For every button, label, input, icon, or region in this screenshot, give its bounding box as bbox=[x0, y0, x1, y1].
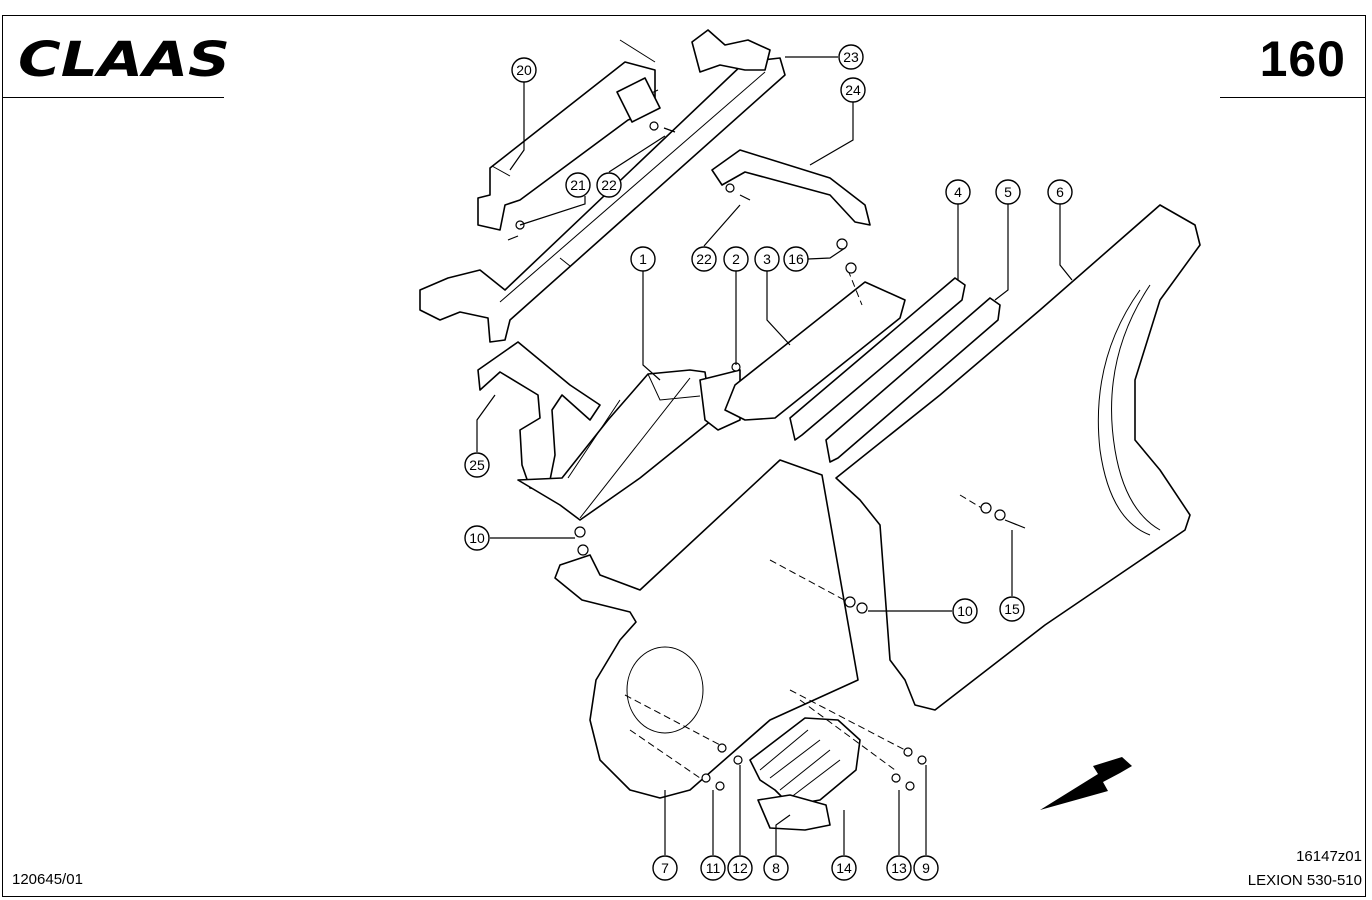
drawing-code: 16147z01 bbox=[1296, 848, 1362, 865]
callout-23: 23 bbox=[838, 44, 864, 70]
part-20-bracket bbox=[477, 39, 661, 231]
svg-text:13: 13 bbox=[891, 860, 907, 876]
callout-8: 8 bbox=[763, 855, 789, 881]
callout-21: 21 bbox=[565, 172, 591, 198]
svg-text:7: 7 bbox=[661, 860, 669, 876]
part-7-guard-plate bbox=[554, 459, 859, 799]
svg-text:15: 15 bbox=[1004, 601, 1020, 617]
callout-13: 13 bbox=[886, 855, 912, 881]
svg-text:23: 23 bbox=[843, 49, 859, 65]
hardware bbox=[507, 121, 1026, 791]
part-1-channel bbox=[517, 369, 741, 521]
part-24-curved-bracket bbox=[711, 149, 871, 226]
header-rule-right bbox=[1220, 97, 1366, 98]
claas-logo-text: CLAAS bbox=[18, 34, 230, 82]
svg-text:9: 9 bbox=[922, 860, 930, 876]
callout-5: 5 bbox=[995, 179, 1021, 205]
callout-24: 24 bbox=[840, 77, 866, 103]
callout-12: 12 bbox=[727, 855, 753, 881]
callout-11: 11 bbox=[700, 855, 726, 881]
svg-text:25: 25 bbox=[469, 457, 485, 473]
part-3-plate bbox=[724, 281, 906, 421]
page-number: 160 bbox=[1259, 31, 1346, 87]
svg-text:16: 16 bbox=[788, 251, 804, 267]
leader-lines bbox=[476, 56, 1073, 855]
svg-text:22: 22 bbox=[601, 177, 617, 193]
callout-1: 1 bbox=[630, 246, 656, 272]
header-rule-left bbox=[3, 97, 224, 98]
part-6-side-panel bbox=[835, 204, 1201, 711]
callout-22-upper: 22 bbox=[596, 172, 622, 198]
callout-4: 4 bbox=[945, 179, 971, 205]
svg-text:24: 24 bbox=[845, 82, 861, 98]
claas-logo: CLAAS bbox=[18, 34, 230, 82]
svg-text:12: 12 bbox=[732, 860, 748, 876]
page-frame bbox=[2, 15, 1366, 897]
callout-3: 3 bbox=[754, 246, 780, 272]
svg-text:22: 22 bbox=[696, 251, 712, 267]
part-8-deflector bbox=[757, 794, 831, 831]
callout-7: 7 bbox=[652, 855, 678, 881]
callout-9: 9 bbox=[913, 855, 939, 881]
machine-model: LEXION 530-510 bbox=[1247, 872, 1362, 889]
mounting-lines bbox=[624, 269, 986, 779]
document-number: 120645/01 bbox=[12, 871, 83, 888]
callout-10-left: 10 bbox=[464, 525, 490, 551]
callout-15: 15 bbox=[999, 596, 1025, 622]
svg-text:5: 5 bbox=[1004, 184, 1012, 200]
callout-2: 2 bbox=[723, 246, 749, 272]
callout-22-lower: 22 bbox=[691, 246, 717, 272]
svg-text:2: 2 bbox=[732, 251, 740, 267]
callout-14: 14 bbox=[831, 855, 857, 881]
svg-text:21: 21 bbox=[570, 177, 586, 193]
callout-25: 25 bbox=[464, 452, 490, 478]
callout-10-right: 10 bbox=[952, 598, 978, 624]
part-23-rail bbox=[419, 29, 786, 343]
part-4-angle-strip bbox=[789, 277, 966, 441]
svg-text:3: 3 bbox=[763, 251, 771, 267]
svg-text:14: 14 bbox=[836, 860, 852, 876]
callout-20: 20 bbox=[511, 57, 537, 83]
svg-text:1: 1 bbox=[639, 251, 647, 267]
direction-arrow-icon bbox=[1040, 757, 1132, 810]
svg-text:6: 6 bbox=[1056, 184, 1064, 200]
svg-text:4: 4 bbox=[954, 184, 962, 200]
part-5-angle-strip bbox=[825, 297, 1001, 463]
svg-text:20: 20 bbox=[516, 62, 532, 78]
svg-text:11: 11 bbox=[706, 860, 721, 876]
callout-6: 6 bbox=[1047, 179, 1073, 205]
svg-text:8: 8 bbox=[772, 860, 780, 876]
callout-16: 16 bbox=[783, 246, 809, 272]
svg-text:10: 10 bbox=[957, 603, 973, 619]
svg-text:10: 10 bbox=[469, 530, 485, 546]
part-14-tunnel bbox=[749, 717, 861, 806]
